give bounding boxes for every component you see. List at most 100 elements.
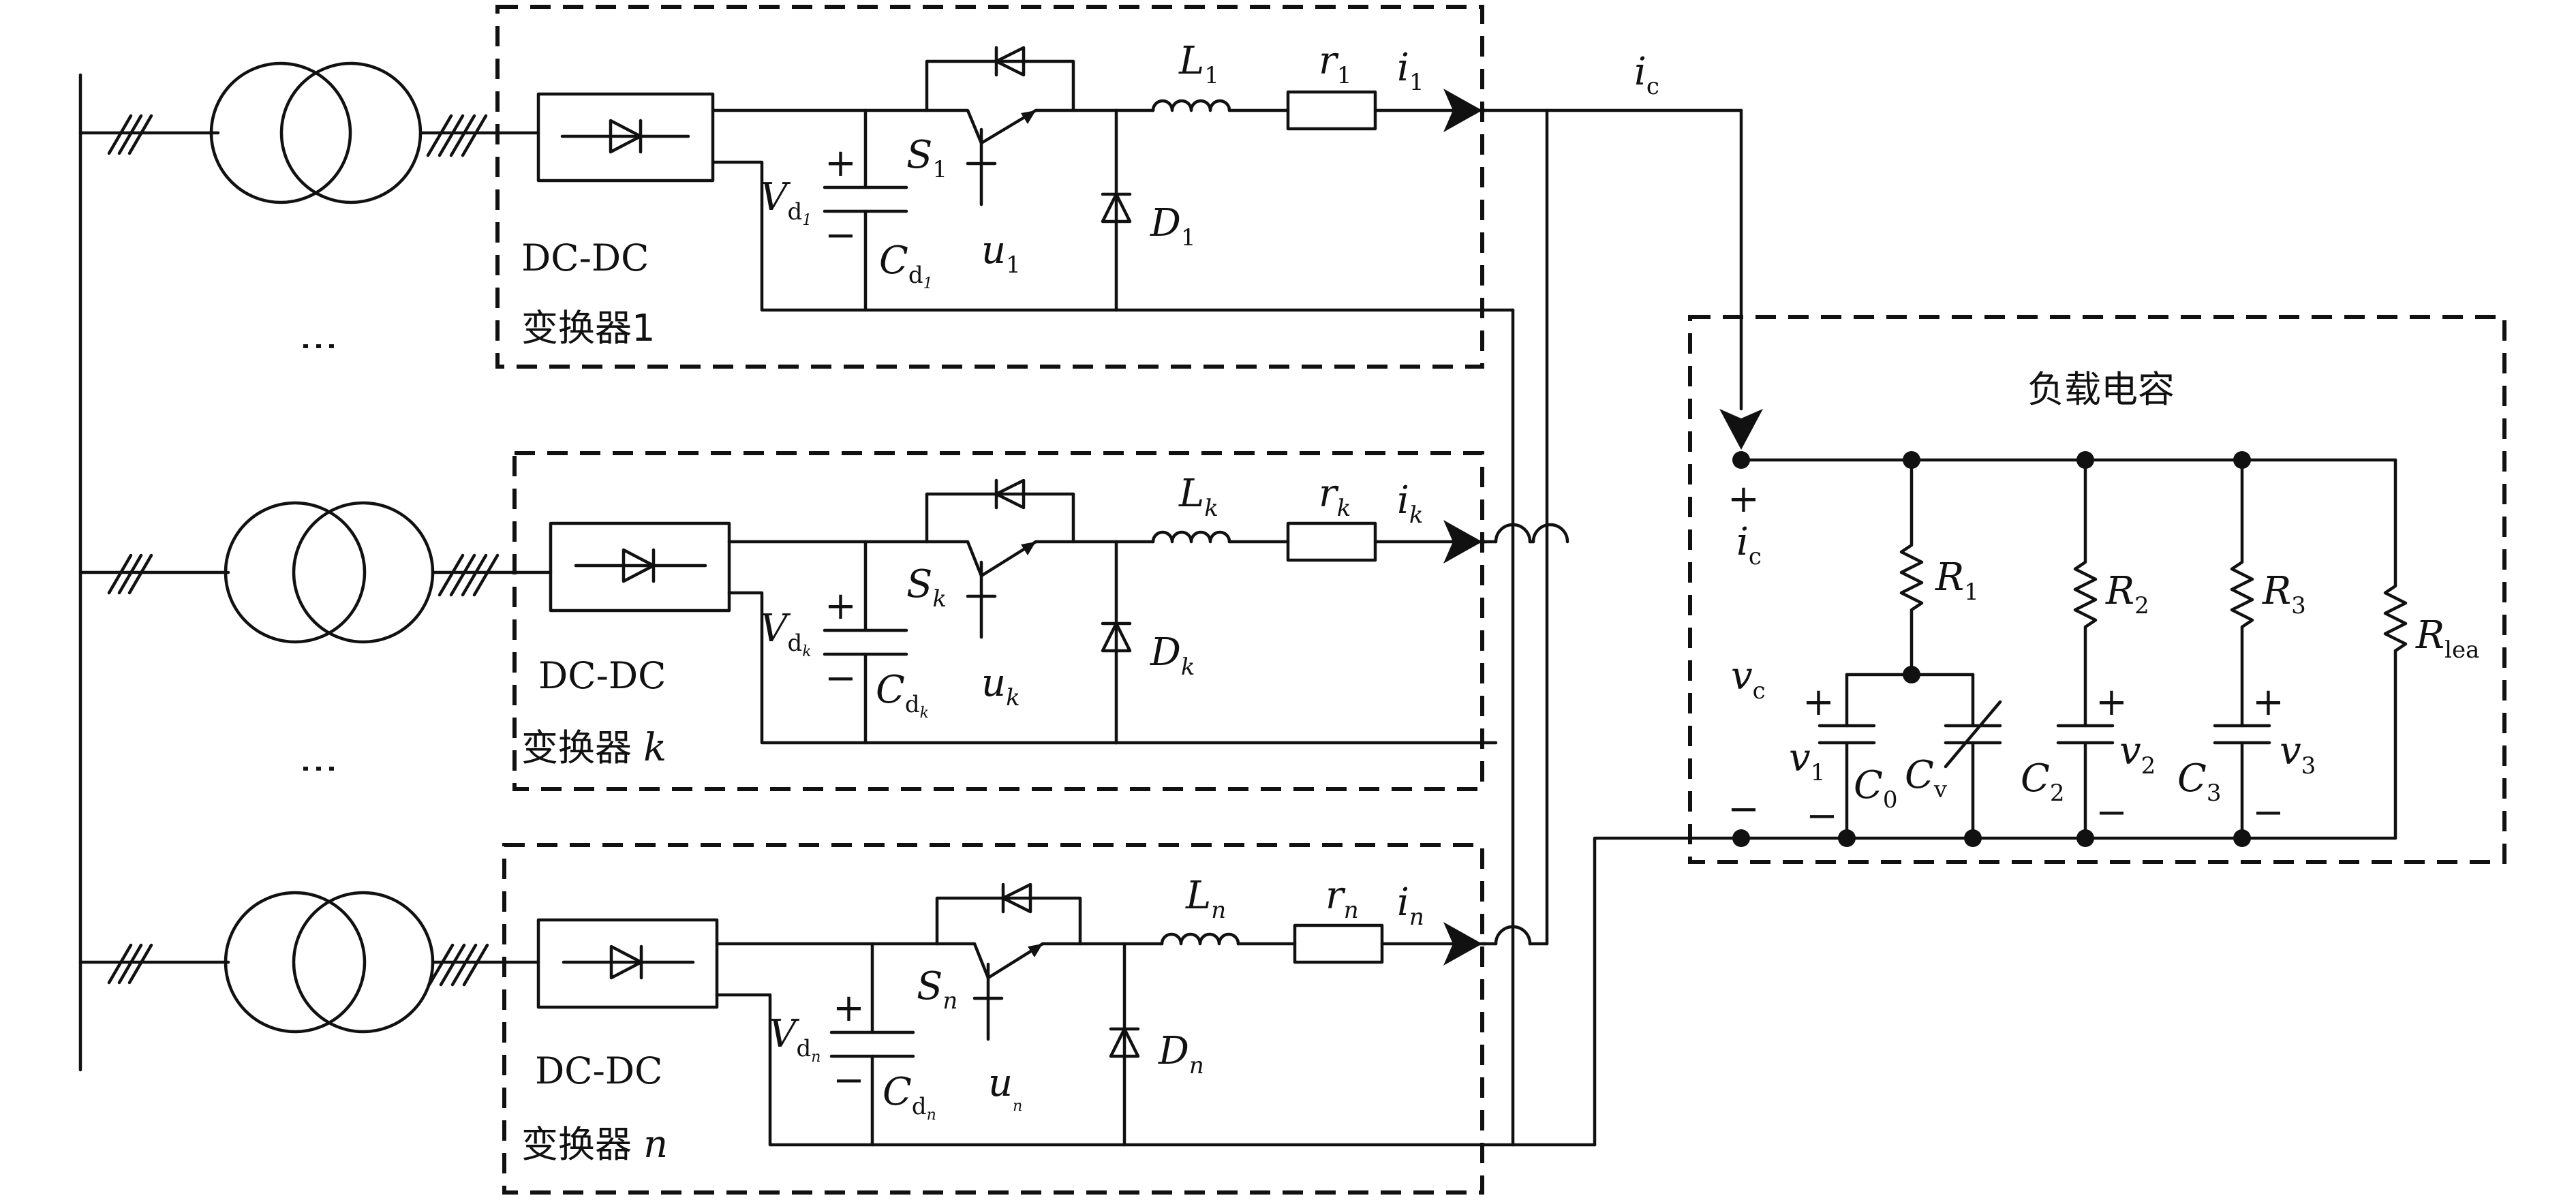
label-v3: v3 [2280,729,2316,780]
label-v-dn: Vdn [769,1012,821,1066]
converter-1-name: 变换器1 [521,307,656,350]
label-sk: Sk [906,562,947,613]
label-c3: C3 [2177,756,2222,807]
freewheel-diode [1101,192,1132,224]
label-ik: ik [1397,478,1424,529]
inductor [1114,530,1290,544]
current-arrow [1443,89,1482,132]
igbt-switch [863,478,1118,639]
rectifier-block [536,92,715,183]
inductor [1122,932,1297,946]
label-v-d1: Vd1 [760,175,812,229]
label-c-d1: Cd1 [879,239,933,292]
plus-sign: + [825,141,857,185]
label-uk: uk [981,661,1020,711]
load-capacitor-bank [1688,315,2506,864]
bus-slash-marks [438,553,500,597]
vertical-ellipsis: ⋮ [297,327,341,365]
minus-sign: − [825,213,857,258]
transformer-symbol [224,891,435,1034]
transformer-symbol [209,61,423,204]
label-r1: R1 [1935,555,1979,606]
igbt-switch [863,46,1118,206]
converter-branch-1 [78,5,1743,1147]
bus-slash-marks [427,943,489,987]
label-rk: rk [1319,472,1351,522]
label-vc: vc [1731,654,1766,705]
wire-crossover [1531,523,1569,544]
minus-sign: − [825,656,857,701]
plus-sign: + [825,584,857,628]
current-arrow [1443,520,1482,564]
rectifier-block [549,521,731,613]
label-rlea: Rlea [2416,613,2480,664]
plus-sign: + [2252,680,2284,724]
wire-crossover [1494,523,1532,544]
plus-sign: + [2096,680,2128,724]
load-title: 负载电容 [2027,368,2175,411]
converter-k-name: 变换器 k [521,726,667,770]
minus-sign: − [2096,790,2128,835]
current-arrow [1719,409,1763,450]
minus-sign: − [833,1058,865,1103]
minus-sign: − [1806,794,1838,838]
resistor-r3 [2213,458,2271,840]
resistor-rlea [2383,458,2408,840]
label-r2: R2 [2106,569,2149,619]
wire-crossover [1494,925,1532,946]
label-ln: Ln [1186,874,1227,924]
load-boundary [1688,315,2506,864]
capacitor-cv [1944,673,2002,840]
label-u1: u1 [981,228,1021,279]
label-ic-load: ic [1736,520,1762,570]
label-i1: i1 [1397,46,1424,96]
label-ic-top: ic [1634,50,1659,100]
label-r3: R3 [2263,569,2306,619]
label-lk: Lk [1179,472,1218,522]
inductor [1114,99,1290,112]
label-c2: C2 [2021,756,2065,807]
output-connection [1593,108,1763,1147]
converter-n-type: DC-DC [535,1049,663,1092]
label-rn: rn [1325,874,1359,924]
minus-sign: − [1728,787,1760,831]
label-v2: v2 [2119,729,2156,780]
dc-link-capacitor [829,1030,915,1058]
label-cv: Cv [1905,753,1948,803]
converter-k-type: DC-DC [538,654,666,697]
label-l1: L1 [1179,39,1219,89]
plus-sign: + [1728,477,1760,521]
converter-1-type: DC-DC [521,236,649,279]
minus-sign: − [2252,790,2284,835]
plus-sign: + [833,986,865,1030]
converter-branch-n [78,843,1597,1195]
bus-slash-marks [107,553,153,595]
bus-slash-marks [426,114,488,157]
label-in: in [1397,880,1424,931]
label-d1: D1 [1150,201,1196,251]
dc-link-capacitor [823,628,908,656]
rectifier-block [536,918,719,1009]
freewheel-diode [1109,1027,1140,1058]
dc-link-capacitor [823,185,908,213]
capacitor-c0 [1818,673,1876,840]
resistor-r2 [2056,458,2115,840]
resistor-r1 [1899,458,1924,677]
igbt-switch [870,882,1126,1041]
current-arrow [1443,922,1482,966]
label-c-dk: Cdk [876,668,929,722]
converter-boundary [512,451,1484,791]
freewheel-diode [1101,621,1132,653]
label-dn: Dn [1159,1029,1204,1079]
label-c-dn: Cdn [883,1070,936,1124]
label-v1: v1 [1789,736,1826,786]
label-v-dk: Vdk [760,606,812,660]
plus-sign: + [1803,680,1835,724]
label-un: un [988,1061,1023,1115]
label-c0: C0 [1854,763,1898,814]
label-s1: S1 [906,133,948,183]
converter-boundary [495,5,1484,369]
label-sn: Sn [917,964,958,1015]
converter-boundary [502,843,1484,1195]
